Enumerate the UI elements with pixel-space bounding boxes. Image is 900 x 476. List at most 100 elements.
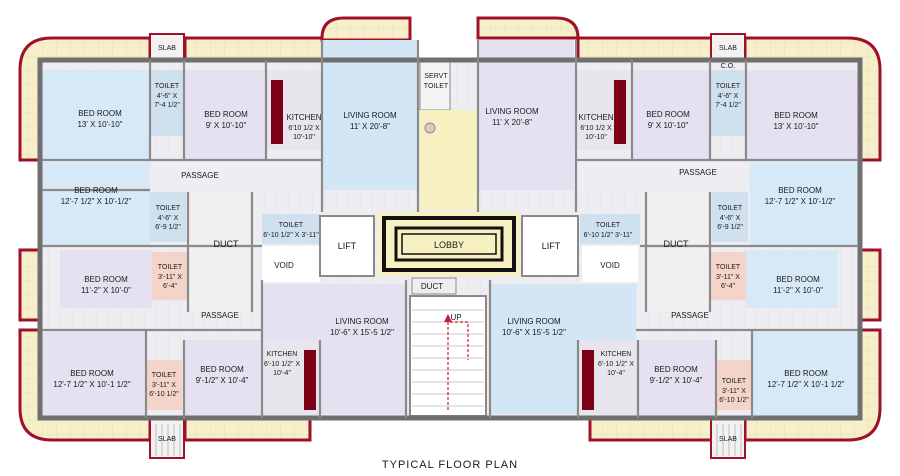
stair-arrow (447, 321, 469, 410)
ul-toilet-3-dim: 6'-10 1/2" X 3'-11" (263, 232, 319, 239)
ll-toilet-1-dim-a: 3'-11" X (158, 274, 182, 281)
lr-toilet-2-dim-b: 6'-4" (721, 283, 735, 290)
duct-small-label: DUCT (421, 282, 443, 291)
lobby-frame-outer (382, 216, 516, 272)
ul-kitchen-label: KITCHEN (286, 113, 321, 122)
ul-toilet-2-dim-b: 6'-9 1/2" (155, 224, 181, 231)
ur-toilet-2 (712, 192, 748, 242)
lr-toilet-2-label: TOILET (716, 264, 741, 271)
flat-upper-right (478, 40, 858, 312)
lr-kitchen-dim-a: 6'-10 1/2" X (598, 361, 634, 368)
ll-living-dim: 10'-6" X 15'-5 1/2" (330, 328, 394, 337)
ur-toilet-2-label: TOILET (718, 205, 743, 212)
ul-bedroom-1-label: BED ROOM (78, 109, 122, 118)
ur-toilet-1 (710, 70, 746, 136)
ll-toilet-2-dim-a: 3'-11" X (152, 382, 176, 389)
ul-living-dim: 11' X 20'-8" (350, 122, 390, 131)
ul-toilet-1 (150, 70, 184, 136)
lr-bedroom-2-dim: 12'-7 1/2" X 10'-1 1/2" (767, 380, 844, 389)
ll-toilet-2-dim-b: 6'-10 1/2" (149, 391, 179, 398)
ur-toilet-2-dim-b: 6'-9 1/2" (717, 224, 743, 231)
ur-kitchen-label: KITCHEN (578, 113, 613, 122)
terrace-upper-left-2 (183, 36, 332, 62)
ur-toilet-3-label: TOILET (596, 222, 621, 229)
servt-toilet-label-1: SERVT (424, 73, 448, 80)
lift-left (319, 215, 375, 277)
ul-living-label: LIVING ROOM (343, 111, 397, 120)
slab-label-bottom-right: SLAB (719, 436, 737, 443)
terrace-balconies (18, 16, 882, 442)
duct-small (411, 277, 457, 295)
lr-toilet-1-label: TOILET (722, 378, 747, 385)
servt-toilet-label-2: TOILET (424, 83, 449, 90)
lift-left-label: LIFT (338, 241, 357, 251)
ul-toilet-3-label: TOILET (279, 222, 304, 229)
lr-toilet-1 (716, 360, 752, 410)
lobby-label: LOBBY (434, 240, 464, 250)
ul-bedroom-2-label: BED ROOM (204, 110, 248, 119)
stair-arrow-head (444, 314, 452, 322)
ur-bedroom-2 (746, 70, 858, 160)
lr-kitchen-label: KITCHEN (601, 351, 632, 358)
flat-lower-right (490, 250, 858, 416)
ll-toilet-1-dim-b: 6'-4" (163, 283, 177, 290)
ur-kitchen-dim-a: 6'10 1/2 X (580, 125, 612, 132)
ll-bedroom-2 (42, 332, 146, 416)
ul-passage-label: PASSAGE (181, 171, 219, 180)
ur-bedroom-2-label: BED ROOM (774, 111, 818, 120)
plan-title: TYPICAL FLOOR PLAN (382, 459, 518, 471)
ur-kitchen-counter (614, 80, 626, 144)
ul-void (262, 246, 320, 282)
ul-toilet-3 (262, 214, 320, 244)
lift-right (521, 215, 579, 277)
servant-toilet (419, 59, 451, 111)
lr-living-dim: 10'-6" X 15'-5 1/2" (502, 328, 566, 337)
lr-toilet-2 (710, 252, 746, 300)
lr-bedroom-3 (746, 250, 838, 308)
lobby-frame-inner (394, 226, 504, 262)
ll-toilet-2-label: TOILET (152, 372, 177, 379)
ur-bedroom-1-label: BED ROOM (646, 110, 690, 119)
ur-living-dim: 11' X 20'-8" (492, 118, 532, 127)
slab-label-top-left: SLAB (158, 45, 176, 52)
walls (37, 40, 863, 421)
servt-toilet-fixture (424, 122, 436, 134)
ll-kitchen-label: KITCHEN (267, 351, 298, 358)
ll-bedroom-1 (60, 250, 152, 308)
terrace-top-center-right (476, 16, 580, 40)
ur-bedroom-1 (632, 70, 710, 160)
lr-toilet-1-dim-a: 3'-11" X (722, 388, 746, 395)
ur-living-label: LIVING ROOM (485, 107, 539, 116)
lr-bedroom-1 (638, 340, 716, 416)
lr-bedroom-2-label: BED ROOM (784, 369, 828, 378)
ur-bedroom-1-dim: 9' X 10'-10" (648, 121, 689, 130)
ll-toilet-2 (146, 360, 182, 410)
ul-duct (188, 192, 252, 312)
ll-bedroom-1-label: BED ROOM (84, 275, 128, 284)
ll-bedroom-2-dim: 12'-7 1/2" X 10'-1 1/2" (53, 380, 130, 389)
ul-bedroom-1 (42, 70, 150, 160)
ur-passage-label: PASSAGE (679, 168, 717, 177)
lr-kitchen-dim-b: 10'-4" (607, 370, 625, 377)
ll-bedroom-3-label: BED ROOM (200, 365, 244, 374)
ul-toilet-2-label: TOILET (156, 205, 181, 212)
ll-kitchen-dim-a: 6'-10 1/2" X (264, 361, 300, 368)
ul-toilet-1-dim-b: 7'-4 1/2" (154, 102, 180, 109)
ll-living-label: LIVING ROOM (335, 317, 389, 326)
co-label: C.O. (721, 63, 735, 70)
ur-toilet-1-dim-b: 7'-4 1/2" (715, 102, 741, 109)
terrace-lower-left-2 (183, 416, 312, 442)
ul-duct-label: DUCT (214, 239, 239, 249)
ur-duct-label: DUCT (664, 239, 689, 249)
ul-living-room (322, 40, 418, 190)
central-core (319, 59, 579, 417)
ul-toilet-1-label: TOILET (155, 83, 180, 90)
lr-bedroom-3-label: BED ROOM (776, 275, 820, 284)
ll-kitchen-counter (304, 350, 316, 410)
flat-lower-left (42, 250, 406, 416)
lobby-frame-core (401, 233, 497, 255)
ul-kitchen-dim-b: 10'-10" (293, 134, 315, 141)
ul-passage (150, 160, 322, 190)
ll-bedroom-2-label: BED ROOM (70, 369, 114, 378)
ul-toilet-2-dim-a: 4'-6" X (158, 215, 179, 222)
